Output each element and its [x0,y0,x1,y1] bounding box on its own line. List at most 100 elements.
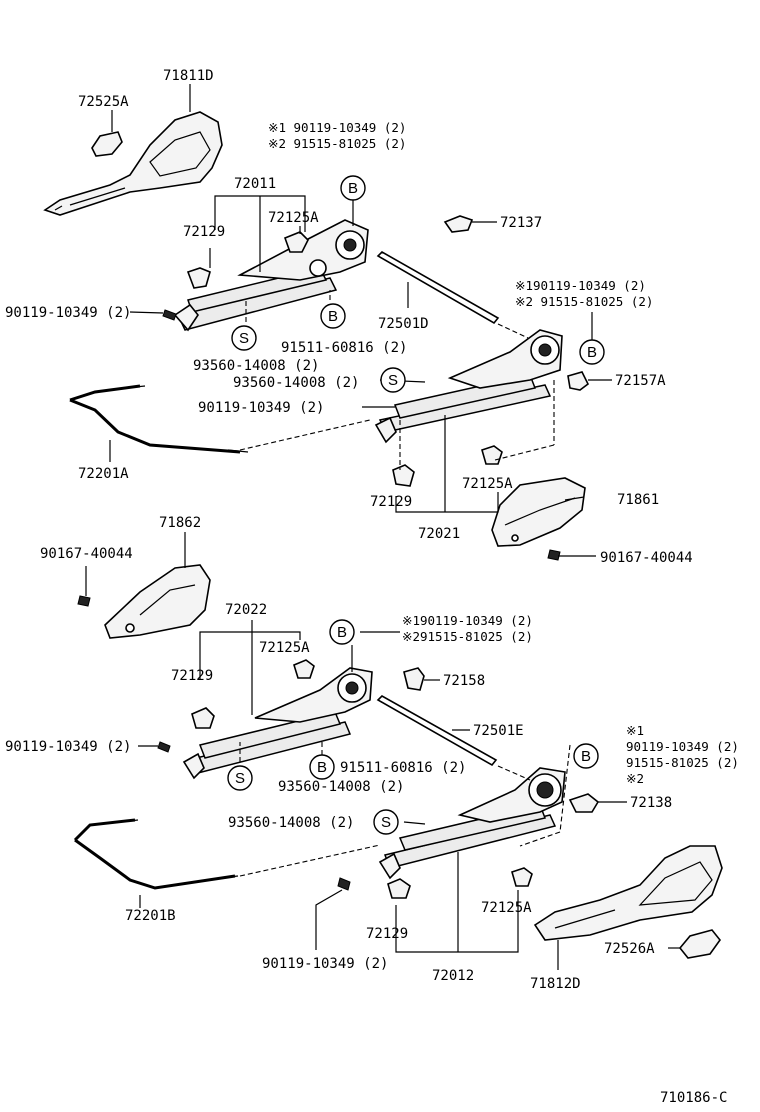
bracket-72129-mid [392,464,415,487]
label-71861: 71861 [617,492,659,508]
note-top-1a: ※1 90119-10349 (2) [268,120,406,135]
clip-72138 [568,793,627,813]
rod-72501D [376,251,500,325]
marker-B-5: B [309,754,335,780]
label-72201B: 72201B [125,908,176,924]
label-72501D: 72501D [378,316,429,332]
label-72158: 72158 [443,673,485,689]
note-bot-2: 90119-10349 (2) [626,739,739,754]
label-93560-d: 93560-14008 (2) [228,815,354,831]
marker-B-3: B [579,339,605,365]
marker-B-2: B [320,303,346,329]
label-90119-b: 90119-10349 (2) [198,400,324,416]
label-91511-b: 91511-60816 (2) [340,760,466,776]
label-90119-c: 90119-10349 (2) [5,739,131,755]
rod-72501E [376,695,498,767]
label-90119-d: 90119-10349 (2) [262,956,388,972]
seat-cover-71812D [533,845,723,941]
seat-track-72021 [374,329,563,444]
marker-S-1: S [231,325,257,351]
svg-text:B: B [581,748,591,765]
knob-72525A [91,131,123,157]
bracket-72125A-lower-right [511,867,533,887]
screw-90167-left [77,566,91,607]
label-91511-a: 91511-60816 (2) [281,340,407,356]
label-72129-a: 72129 [183,224,225,240]
label-72525A: 72525A [78,94,129,110]
seat-track-72011 [173,219,369,332]
label-71862: 71862 [159,515,201,531]
note-bot-4: ※2 [626,771,644,786]
part-labels: 71811D 72525A ※1 90119-10349 (2) ※2 9151… [5,68,739,1106]
label-72125A-c: 72125A [259,640,310,656]
note-top-2a: ※190119-10349 (2) [515,278,646,293]
note-mid-1a: ※190119-10349 (2) [402,613,533,628]
label-72021: 72021 [418,526,460,542]
label-71811D: 71811D [163,68,214,84]
label-72501E: 72501E [473,723,524,739]
bracket-72125A-lower-left [293,659,315,679]
bracket-72129-lower-left [191,707,215,729]
label-72125A-b: 72125A [462,476,513,492]
svg-text:S: S [388,372,398,389]
label-72201A: 72201A [78,466,129,482]
label-72137: 72137 [500,215,542,231]
svg-text:B: B [587,344,597,361]
svg-text:B: B [337,624,347,641]
label-72012: 72012 [432,968,474,984]
marker-S-2: S [380,367,406,393]
label-72125A-a: 72125A [268,210,319,226]
note-bot-1: ※1 [626,723,644,738]
marker-B-6: B [573,743,599,769]
bracket-72129-lower-right [387,878,411,899]
marker-B-4: B [329,619,355,645]
marker-S-3: S [227,765,253,791]
svg-text:B: B [348,180,358,197]
label-72129-d: 72129 [366,926,408,942]
label-72129-b: 72129 [370,494,412,510]
note-bot-3: 91515-81025 (2) [626,755,739,770]
label-71812D: 71812D [530,976,581,992]
bolt-90119-mid [138,741,171,753]
bracket-72125A-top [283,231,309,253]
label-93560-a: 93560-14008 (2) [193,358,319,374]
cable-72201B [73,818,239,890]
label-72022: 72022 [225,602,267,618]
cover-71862 [104,564,211,639]
label-93560-b: 93560-14008 (2) [233,375,359,391]
marker-B-1: B [340,175,366,201]
label-72125A-d: 72125A [481,900,532,916]
note-top-1b: ※2 91515-81025 (2) [268,136,406,151]
cable-72201A [69,384,249,454]
label-90167-a: 90167-40044 [600,550,693,566]
label-90119-a: 90119-10349 (2) [5,305,131,321]
label-72129-c: 72129 [171,668,213,684]
knob-72526A [668,929,722,959]
label-93560-c: 93560-14008 (2) [278,779,404,795]
note-top-2b: ※2 91515-81025 (2) [515,294,653,309]
label-72138: 72138 [630,795,672,811]
diagram-id-footer: 710186-C [660,1090,727,1106]
label-72157A: 72157A [615,373,666,389]
bracket-72125A-mid [481,445,503,465]
label-72011: 72011 [234,176,276,192]
seat-track-72022 [182,667,373,780]
svg-text:S: S [381,814,391,831]
seat-cover-71811D [43,111,223,216]
clip-72158 [403,667,440,691]
bolt-90119-top [129,309,177,321]
note-mid-1b: ※291515-81025 (2) [402,629,533,644]
leader-lines [109,84,596,970]
bolt-90119-lower [315,877,351,950]
cover-71861 [491,477,586,547]
svg-text:B: B [317,759,327,776]
clip-72137 [443,215,497,233]
screw-90167-right [547,549,561,561]
marker-S-4: S [373,809,399,835]
svg-text:S: S [239,330,249,347]
bracket-72129-top [186,267,211,289]
seat-track-72012 [378,767,566,880]
label-72526A: 72526A [604,941,655,957]
clip-72157A [567,371,612,391]
